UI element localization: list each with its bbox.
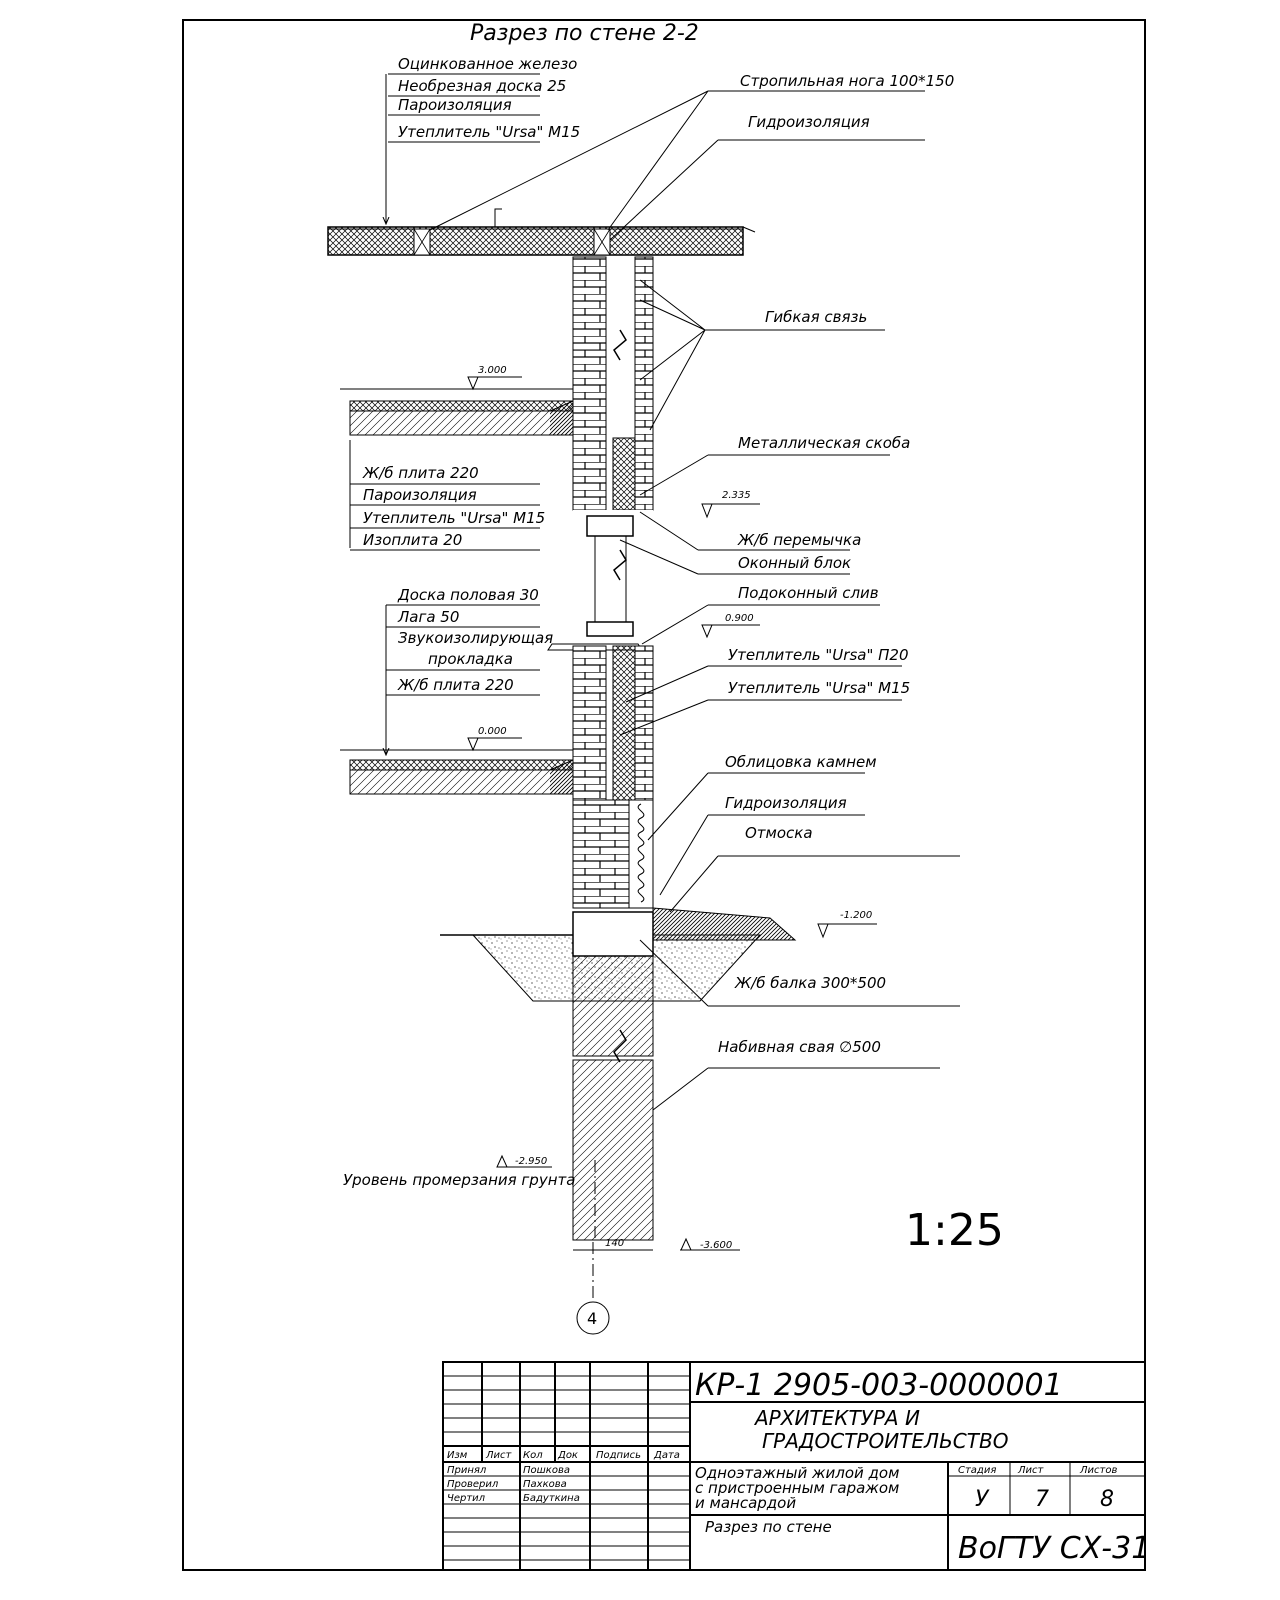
floor1-label-5: Ж/б плита 220 (397, 676, 514, 694)
project-line-3: и мансардой (695, 1494, 796, 1512)
name-1: Пошкова (523, 1465, 570, 1476)
callout-insul-p20: Утеплитель "Ursa" П20 (728, 646, 909, 664)
col-header-3: Кол (523, 1450, 543, 1461)
level-minus-2950: -2.950 (515, 1156, 547, 1167)
axis-4: 4 140 (573, 1238, 653, 1335)
level-0900: 0.900 (725, 613, 754, 624)
col-header-5: Подпись (596, 1450, 641, 1461)
sheet-title: Разрез по стене (705, 1518, 832, 1536)
name-3: Бадуткина (523, 1493, 580, 1504)
callout-blind-area: Отмоска (745, 824, 813, 842)
col-header-6: Дата (653, 1450, 680, 1461)
callout-waterproofing-bottom: Гидроизоляция (725, 794, 847, 812)
callout-lintel: Ж/б перемычка (737, 531, 861, 549)
drawing-title: Разрез по стене 2-2 (470, 21, 699, 46)
callout-metal-bracket: Металлическая скоба (738, 434, 910, 452)
dimension-140: 140 (605, 1238, 624, 1249)
sheet-no-value: 7 (1035, 1487, 1049, 1512)
floor1-label-2: Лага 50 (397, 608, 459, 626)
col-header-2: Лист (485, 1450, 513, 1461)
title-block (442, 1361, 1146, 1571)
col-header-1: Изм (447, 1450, 468, 1461)
floor2-label-4: Изоплита 20 (363, 531, 462, 549)
title-block-text: КР-1 2905-003-0000001 АРХИТЕКТУРА И ГРАД… (447, 1368, 1150, 1566)
floor-lower-labels: Доска половая 30 Лага 50 Звукоизолирующа… (386, 586, 553, 755)
floor-slab-lower (340, 749, 574, 795)
callout-window: Оконный блок (738, 554, 851, 572)
roof-label-2: Необрезная доска 25 (398, 77, 566, 95)
role-1: Принял (447, 1465, 487, 1476)
level-0000: 0.000 (478, 726, 507, 737)
floor2-label-1: Ж/б плита 220 (362, 464, 479, 482)
callout-sill: Подоконный слив (738, 584, 879, 602)
role-3: Чертил (447, 1493, 486, 1504)
floor1-label-4: прокладка (428, 650, 513, 668)
level-minus-1200: -1.200 (840, 910, 872, 921)
roof-label-4: Утеплитель "Ursa" М15 (398, 123, 580, 141)
floor2-label-3: Утеплитель "Ursa" М15 (363, 509, 545, 527)
floor1-label-3: Звукоизолирующая (398, 629, 553, 647)
callouts: Стропильная нога 100*150 Гидроизоляция Г… (343, 72, 960, 1189)
level-2335: 2.335 (722, 490, 751, 501)
wall (547, 256, 654, 909)
level-3000: 3.000 (478, 365, 507, 376)
name-2: Пахкова (523, 1479, 567, 1490)
callout-rafter: Стропильная нога 100*150 (740, 72, 954, 90)
scale-label: 1:25 (905, 1205, 1004, 1256)
floor1-label-1: Доска половая 30 (397, 586, 539, 604)
stage-label: Стадия (958, 1465, 996, 1476)
doc-code: КР-1 2905-003-0000001 (695, 1368, 1063, 1403)
project-line-2: с пристроенным гаражом (695, 1479, 899, 1497)
roof-label-3: Пароизоляция (398, 96, 512, 114)
sheet-label: Лист (1017, 1465, 1045, 1476)
roof (327, 208, 756, 256)
col-header-4: Док (557, 1450, 578, 1461)
foundation (440, 907, 797, 1241)
callout-frost-level: Уровень промерзания грунта (343, 1171, 575, 1189)
level-marks: 3.000 2.335 0.900 0.000 -1.200 -2.950 -3… (467, 365, 877, 1251)
callout-insul-m15: Утеплитель "Ursa" М15 (728, 679, 910, 697)
callout-stone-facing: Облицовка камнем (725, 753, 877, 771)
callout-pile: Набивная свая ∅500 (718, 1038, 881, 1056)
callout-beam: Ж/б балка 300*500 (734, 974, 886, 992)
project-line-1: Одноэтажный жилой дом (695, 1464, 899, 1482)
floor2-label-2: Пароизоляция (363, 486, 477, 504)
stage-value: У (975, 1487, 990, 1512)
role-2: Проверил (447, 1479, 499, 1490)
axis-mark: 4 (587, 1309, 597, 1328)
callout-flex-tie: Гибкая связь (765, 308, 867, 326)
roof-labels: Оцинкованное железо Необрезная доска 25 … (386, 55, 580, 224)
organization: ВоГТУ СХ-31 (958, 1531, 1150, 1566)
discipline-line-2: ГРАДОСТРОИТЕЛЬСТВО (762, 1429, 1008, 1453)
callout-waterproofing-top: Гидроизоляция (748, 113, 870, 131)
sheets-label: Листов (1079, 1465, 1117, 1476)
roof-label-1: Оцинкованное железо (398, 55, 577, 73)
discipline-line-1: АРХИТЕКТУРА И (753, 1406, 920, 1430)
floor-upper-labels: Ж/б плита 220 Пароизоляция Утеплитель "U… (349, 440, 545, 551)
level-minus-3600: -3.600 (700, 1240, 732, 1251)
floor-slab-upper (340, 388, 574, 436)
sheets-total-value: 8 (1100, 1487, 1114, 1512)
